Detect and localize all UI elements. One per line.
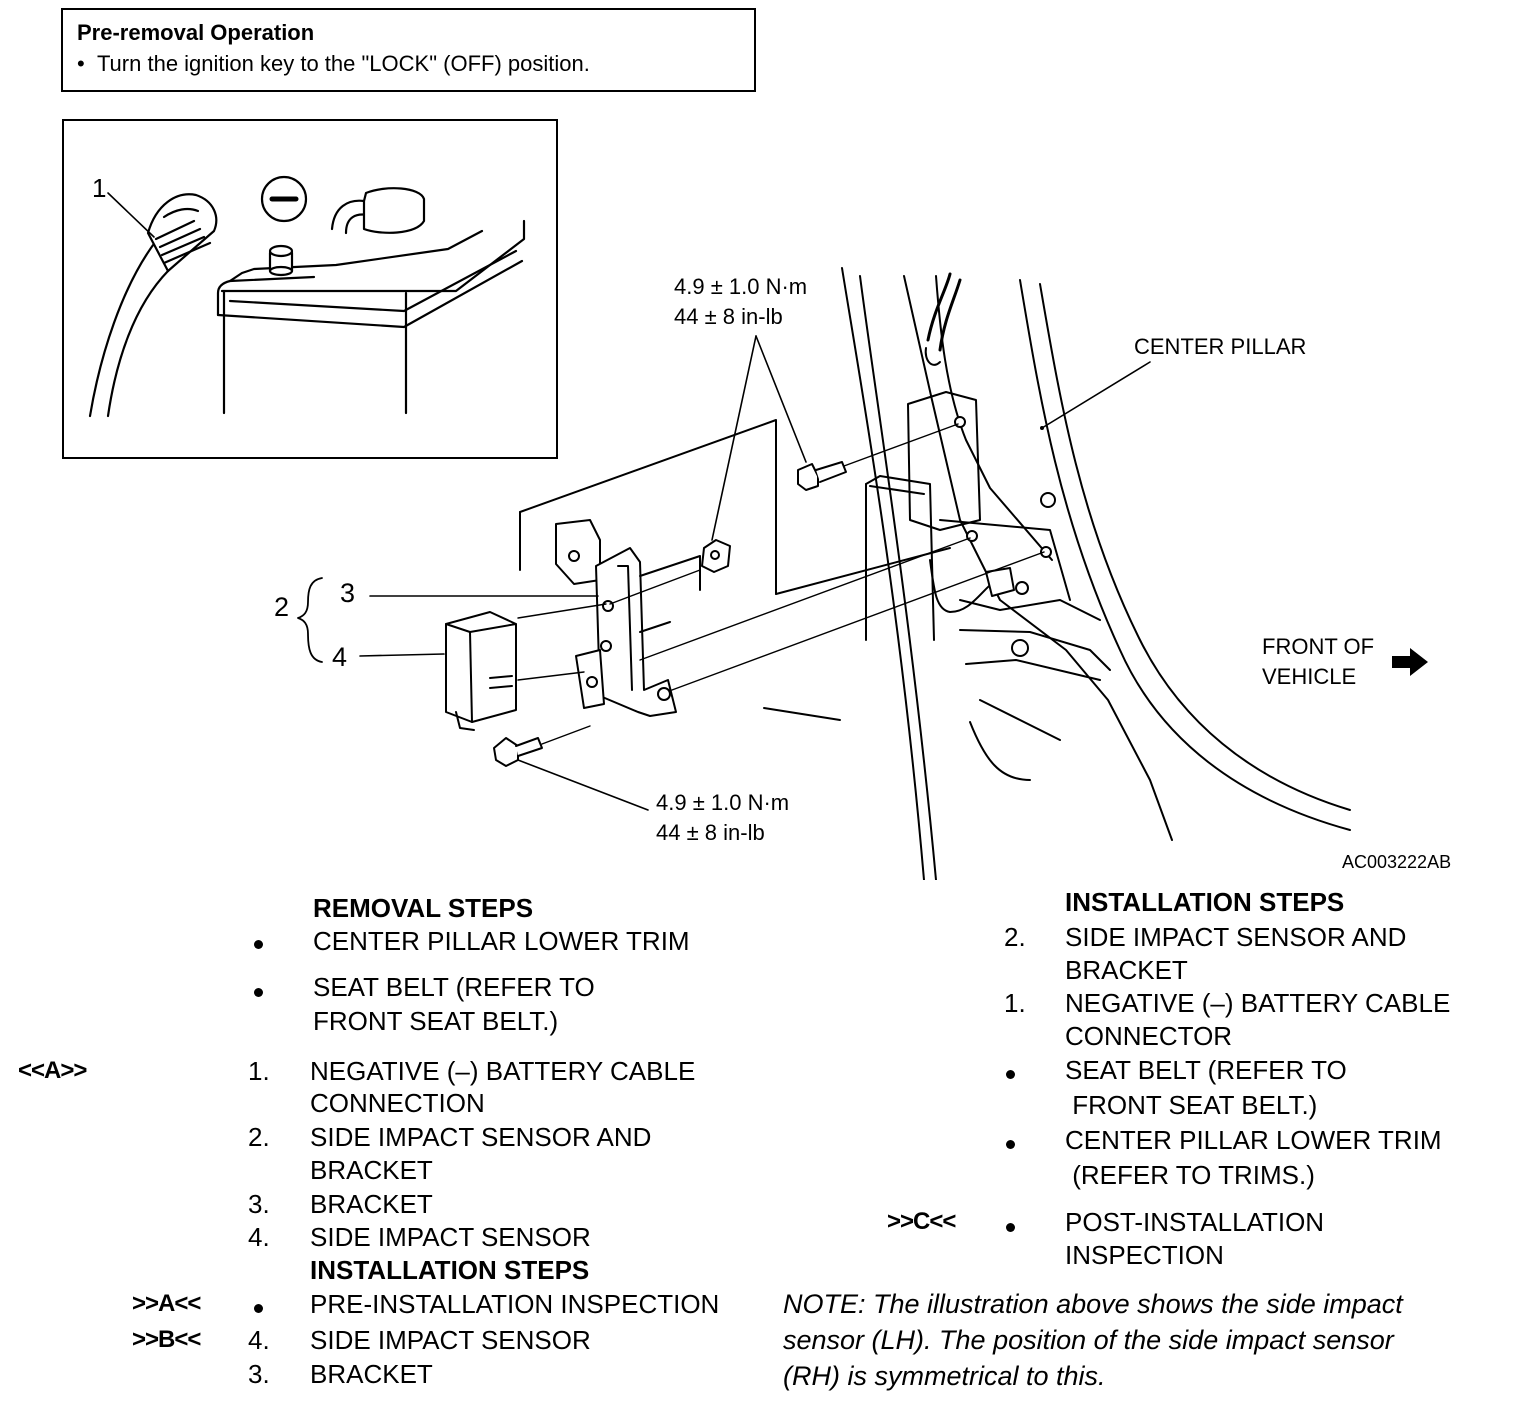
inset-callout-1: 1 bbox=[92, 173, 106, 203]
upper-bolt bbox=[797, 463, 819, 491]
alignment-line-2 bbox=[639, 537, 971, 661]
harness-upper bbox=[926, 272, 952, 342]
sensor-diagram: 4.9 ± 1.0 N·m 44 ± 8 in-lb 4.9 ± 1.0 N·m… bbox=[274, 267, 1451, 880]
pillar-left-contour bbox=[841, 267, 925, 880]
sensor-harness bbox=[929, 559, 997, 613]
callout-2-brace bbox=[297, 577, 323, 663]
torque-leader-c bbox=[517, 759, 649, 811]
install-right-trim-line2: (REFER TO TRIMS.) bbox=[1065, 1160, 1315, 1190]
bullet-icon bbox=[254, 988, 263, 997]
pillar-panel-outline bbox=[519, 419, 777, 595]
removal-step2-line1: SIDE IMPACT SENSOR AND bbox=[310, 1122, 652, 1152]
torque-leader-b bbox=[755, 335, 807, 463]
cable-cap bbox=[146, 193, 218, 273]
torque-lower-inlb: 44 ± 8 in-lb bbox=[656, 820, 765, 845]
install-right-seat-belt-line2: FRONT SEAT BELT.) bbox=[1065, 1090, 1318, 1120]
removal-step1-line2: CONNECTION bbox=[310, 1088, 485, 1118]
installation-heading-right: INSTALLATION STEPS bbox=[1065, 887, 1345, 917]
post-installation-line1: POST-INSTALLATION bbox=[1065, 1207, 1325, 1237]
install-right-step2-line2: BRACKET bbox=[1065, 955, 1188, 985]
battery-cable-line-b bbox=[106, 269, 170, 418]
center-pillar-label: CENTER PILLAR bbox=[1134, 334, 1306, 359]
service-mark-a-install: >>A<< bbox=[132, 1290, 201, 1317]
pre-removal-bullet-text: Turn the ignition key to the "LOCK" (OFF… bbox=[96, 51, 590, 76]
install-left-step4-num: 4. bbox=[248, 1325, 270, 1355]
bullet-icon bbox=[1006, 1070, 1015, 1079]
install-left-step3: BRACKET bbox=[310, 1359, 433, 1389]
negative-symbol-circle bbox=[260, 175, 308, 223]
pillar-inner-contour bbox=[903, 275, 1173, 841]
center-pillar-leader bbox=[1041, 361, 1151, 429]
install-right-step1-line1: NEGATIVE (–) BATTERY CABLE bbox=[1065, 988, 1451, 1018]
bullet-icon bbox=[254, 1304, 263, 1313]
pillar-hole-upper bbox=[954, 416, 966, 428]
note-line3: (RH) is symmetrical to this. bbox=[783, 1361, 1106, 1391]
callout-4: 4 bbox=[332, 642, 347, 672]
post-installation-line2: INSPECTION bbox=[1065, 1240, 1224, 1270]
installation-heading-left: INSTALLATION STEPS bbox=[310, 1255, 590, 1285]
lower-bolt bbox=[493, 737, 519, 767]
install-left-step4: SIDE IMPACT SENSOR bbox=[310, 1325, 591, 1355]
mounting-nut bbox=[701, 539, 731, 573]
install-right-step2-line1: SIDE IMPACT SENSOR AND bbox=[1065, 922, 1407, 952]
note-line1: NOTE: The illustration above shows the s… bbox=[783, 1289, 1403, 1319]
note-line2: sensor (LH). The position of the side im… bbox=[783, 1325, 1394, 1355]
alignment-line-1 bbox=[843, 423, 959, 467]
service-mark-a: <<A>> bbox=[18, 1057, 87, 1084]
removal-trim: CENTER PILLAR LOWER TRIM bbox=[313, 926, 690, 956]
front-of-vehicle-line2: VEHICLE bbox=[1262, 664, 1356, 689]
torque-leader-a bbox=[711, 335, 757, 541]
torque-upper-inlb: 44 ± 8 in-lb bbox=[674, 304, 783, 329]
callout-2: 2 bbox=[274, 592, 289, 622]
removal-step3: BRACKET bbox=[310, 1189, 433, 1219]
callout-3: 3 bbox=[340, 578, 355, 608]
bullet-icon bbox=[254, 940, 263, 949]
install-right-step1-num: 1. bbox=[1004, 988, 1026, 1018]
battery-illustration: 1 bbox=[88, 173, 526, 418]
removal-step1-line1: NEGATIVE (–) BATTERY CABLE bbox=[310, 1056, 696, 1086]
removal-step4: SIDE IMPACT SENSOR bbox=[310, 1222, 591, 1252]
service-mark-c: >>C<< bbox=[887, 1208, 956, 1235]
front-of-vehicle-line1: FRONT OF bbox=[1262, 634, 1374, 659]
figure-code: AC003222AB bbox=[1342, 852, 1451, 872]
install-right-seat-belt-line1: SEAT BELT (REFER TO bbox=[1065, 1055, 1347, 1085]
pre-removal-box: Pre-removal Operation • Turn the ignitio… bbox=[61, 8, 756, 92]
pillar-bracket-upper bbox=[907, 391, 981, 531]
removal-seat-belt-line2: FRONT SEAT BELT.) bbox=[313, 1006, 559, 1036]
pillar-hole-lower bbox=[1040, 546, 1052, 558]
pre-removal-bullet: • Turn the ignition key to the "LOCK" (O… bbox=[77, 51, 590, 77]
battery-inset: 1 bbox=[62, 119, 558, 459]
torque-upper-nm: 4.9 ± 1.0 N·m bbox=[674, 274, 807, 299]
battery-cable-line-a bbox=[88, 239, 158, 418]
bullet-icon bbox=[1006, 1140, 1015, 1149]
pre-removal-title: Pre-removal Operation bbox=[77, 20, 315, 45]
service-mark-b: >>B<< bbox=[132, 1326, 201, 1353]
removal-seat-belt-line1: SEAT BELT (REFER TO bbox=[313, 972, 595, 1002]
removal-heading: REMOVAL STEPS bbox=[313, 893, 534, 923]
side-impact-sensor bbox=[445, 611, 517, 723]
floor-bracket bbox=[959, 629, 1111, 671]
bracket-body bbox=[595, 547, 677, 717]
terminal-cap bbox=[362, 187, 426, 234]
bullet-icon bbox=[1006, 1223, 1015, 1232]
removal-step2-num: 2. bbox=[248, 1122, 270, 1152]
install-right-step2-num: 2. bbox=[1004, 922, 1026, 952]
install-right-trim-line1: CENTER PILLAR LOWER TRIM bbox=[1065, 1125, 1442, 1155]
pillar-hole-mid bbox=[966, 530, 978, 542]
removal-step1-num: 1. bbox=[248, 1056, 270, 1086]
install-left-step3-num: 3. bbox=[248, 1359, 270, 1389]
removal-step4-num: 4. bbox=[248, 1222, 270, 1252]
pillar-block bbox=[865, 475, 935, 641]
pillar-outer-contour bbox=[1019, 279, 1351, 831]
bullet-icon: • bbox=[77, 51, 97, 76]
alignment-line-3 bbox=[671, 551, 1045, 691]
torque-lower-nm: 4.9 ± 1.0 N·m bbox=[656, 790, 789, 815]
removal-step2-line2: BRACKET bbox=[310, 1155, 433, 1185]
front-arrow-icon bbox=[1392, 648, 1428, 676]
removal-step3-num: 3. bbox=[248, 1189, 270, 1219]
install-right-step1-line2: CONNECTOR bbox=[1065, 1021, 1233, 1051]
callout-4-leader bbox=[359, 653, 445, 657]
pre-installation-inspection: PRE-INSTALLATION INSPECTION bbox=[310, 1289, 720, 1319]
